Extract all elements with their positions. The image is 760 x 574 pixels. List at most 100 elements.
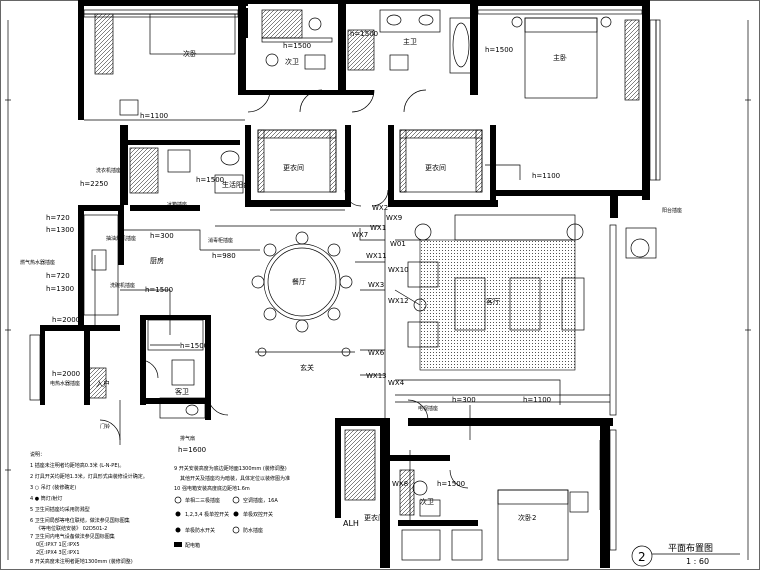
room-label-master-bedroom: 主卧 bbox=[553, 53, 567, 62]
room-label-bedroom-2: 次卧2 bbox=[518, 513, 536, 522]
circuit-tag: WX8 bbox=[392, 480, 408, 488]
window-frames bbox=[29, 9, 661, 551]
height-label: h=1500 bbox=[196, 176, 224, 184]
legend-text: 配电箱 bbox=[185, 542, 200, 549]
title-block: 2 bbox=[631, 545, 740, 567]
circuit-tag: W01 bbox=[390, 240, 406, 248]
note-line: 0区:IPX7 1区:IPX5 bbox=[36, 542, 80, 548]
room-label-bath-bottom: 次卫 bbox=[420, 497, 434, 506]
note-line: 2 灯具开关均距地1.3米，灯具形式由装修设计确定。 bbox=[30, 473, 148, 480]
height-label: h=720 bbox=[46, 272, 70, 280]
note-line: 3 ○ 吊灯 (装修确定) bbox=[30, 484, 76, 491]
height-label: h=1300 bbox=[46, 226, 74, 234]
circuit-tag: WX4 bbox=[388, 379, 405, 387]
master-bed bbox=[511, 16, 640, 101]
height-label: h=1500 bbox=[180, 342, 208, 350]
circuit-tag: WX12 bbox=[388, 297, 409, 305]
switch-symbol-icon bbox=[175, 511, 181, 517]
height-label: h=1500 bbox=[283, 42, 311, 50]
room-label-closet-right: 更衣间 bbox=[425, 163, 446, 172]
room-label-closet-left: 更衣间 bbox=[283, 163, 304, 172]
note-line: 9 开关安装高度为底边距地面1300mm (装修调整) bbox=[174, 465, 287, 472]
waterproof-switch-symbol-icon bbox=[175, 527, 181, 533]
side-label: 冰箱插座 bbox=[167, 201, 187, 208]
height-label: h=980 bbox=[212, 252, 236, 260]
height-label: h=1500 bbox=[437, 480, 465, 488]
note-line: 其他开关及插座均为暗装，具体定位以装修图为准 bbox=[180, 475, 290, 482]
closet-fixtures bbox=[257, 129, 483, 193]
legend-text: 单极双控开关 bbox=[243, 511, 273, 518]
bedroom-furniture bbox=[84, 13, 245, 121]
side-label: 消毒柜插座 bbox=[208, 237, 233, 244]
symbol-legend: 单相二三极插座 空调插座，16A 1,2,3,4 极单控开关 单极双控开关 单极… bbox=[174, 496, 278, 549]
room-label-foyer: 玄关 bbox=[300, 363, 314, 372]
circuit-tags: WX2 WX1 WX6 WX7 W01 WX10 WX11 WX3 WX12 W… bbox=[343, 204, 409, 528]
bath-fixtures bbox=[261, 9, 473, 74]
note-line: 5 卫生间插座均采用防溅型 bbox=[30, 506, 90, 513]
room-label-living: 客厅 bbox=[486, 297, 500, 306]
room-label-kitchen: 厨房 bbox=[150, 256, 164, 265]
drawing-title: 平面布置图 bbox=[668, 544, 714, 554]
legend-text: 空调插座，16A bbox=[243, 497, 278, 504]
legend-text: 单相二三极插座 bbox=[185, 497, 220, 504]
waterproof-socket-symbol-icon bbox=[232, 526, 240, 534]
room-labels: 次卧 次卫 主卫 主卧 更衣间 更衣间 厨房 生活阳台 餐厅 客厅 入户 玄关 … bbox=[96, 37, 567, 522]
side-label: 抽油烟机插座 bbox=[106, 235, 136, 242]
height-label: h=2000 bbox=[52, 316, 80, 324]
circuit-tag: WX10 bbox=[388, 266, 409, 274]
note-line: 10 强电箱安装高度底边距地1.6m bbox=[174, 485, 250, 492]
door-swings bbox=[99, 89, 469, 489]
note-line: 4 ● 筒灯/射灯 bbox=[30, 495, 62, 502]
circuit-wiring bbox=[94, 164, 601, 520]
height-label: h=1100 bbox=[532, 172, 560, 180]
circuit-tag: WX9 bbox=[386, 214, 402, 222]
height-label: h=1300 bbox=[46, 285, 74, 293]
socket-symbol-icon bbox=[174, 496, 182, 504]
side-label: 排气扇 bbox=[180, 435, 195, 442]
height-label: h=1500 bbox=[145, 286, 173, 294]
ac-socket-symbol-icon bbox=[232, 496, 240, 504]
kitchen-fixtures bbox=[83, 147, 244, 316]
note-line: 6 卫生间局部等电位联结，做法参见国标图集 bbox=[30, 517, 130, 524]
height-label: h=1500 bbox=[350, 30, 378, 38]
side-label: 电视插座 bbox=[418, 405, 438, 412]
drawing-number: 2 bbox=[638, 550, 646, 564]
height-label: h=1600 bbox=[178, 446, 206, 454]
living-set bbox=[395, 214, 657, 403]
room-label-powder-room: 客卫 bbox=[175, 387, 189, 396]
bedroom-2-fixtures bbox=[344, 429, 589, 561]
height-labels: h=1500 h=1500 h=1500 h=1100 h=2250 h=150… bbox=[46, 30, 560, 488]
circuit-tag-alh: ALH bbox=[343, 519, 359, 528]
height-label: h=2000 bbox=[52, 370, 80, 378]
room-label-closet-bottom: 更衣间 bbox=[364, 513, 385, 522]
legend-text: 1,2,3,4 极单控开关 bbox=[185, 511, 229, 518]
note-line: 2区:IPX4 3区:IPX1 bbox=[36, 550, 80, 556]
side-label: 门铃 bbox=[100, 423, 110, 430]
drawing-scale: 1 : 60 bbox=[686, 557, 710, 566]
room-label-master-bath: 主卫 bbox=[403, 37, 417, 46]
two-way-switch-symbol-icon bbox=[233, 511, 239, 517]
height-label: h=720 bbox=[46, 214, 70, 222]
height-label: h=300 bbox=[150, 232, 174, 240]
circuit-tag: WX2 bbox=[372, 204, 388, 212]
note-line: 《等电位联结安装》 02D501-2 bbox=[36, 525, 107, 532]
height-label: h=1500 bbox=[485, 46, 513, 54]
note-line: 1 插座未注明者均距地高0.3米 (L-N-PE)。 bbox=[30, 462, 124, 469]
side-label: 洗碗机插座 bbox=[110, 282, 135, 289]
side-label: 电热水器插座 bbox=[50, 380, 80, 387]
height-label: h=300 bbox=[452, 396, 476, 404]
circuit-tag: WX7 bbox=[352, 231, 368, 239]
dining-set bbox=[215, 225, 380, 357]
distribution-box-symbol-icon bbox=[174, 542, 182, 547]
side-label: 阳台插座 bbox=[662, 207, 682, 214]
circuit-tag: WX11 bbox=[366, 252, 387, 260]
note-line: 8 开关高度未注明者距地1300mm (装修调整) bbox=[30, 558, 133, 565]
room-label-entry: 入户 bbox=[96, 379, 110, 388]
circuit-tag: WX3 bbox=[368, 281, 384, 289]
general-notes: 说明： 1 插座未注明者均距地高0.3米 (L-N-PE)。 2 灯具开关均距地… bbox=[30, 451, 290, 565]
side-label: 洗衣机插座 bbox=[96, 167, 121, 174]
legend-text: 单极防水开关 bbox=[185, 527, 215, 534]
room-label-secondary-bedroom: 次卧 bbox=[183, 49, 197, 58]
